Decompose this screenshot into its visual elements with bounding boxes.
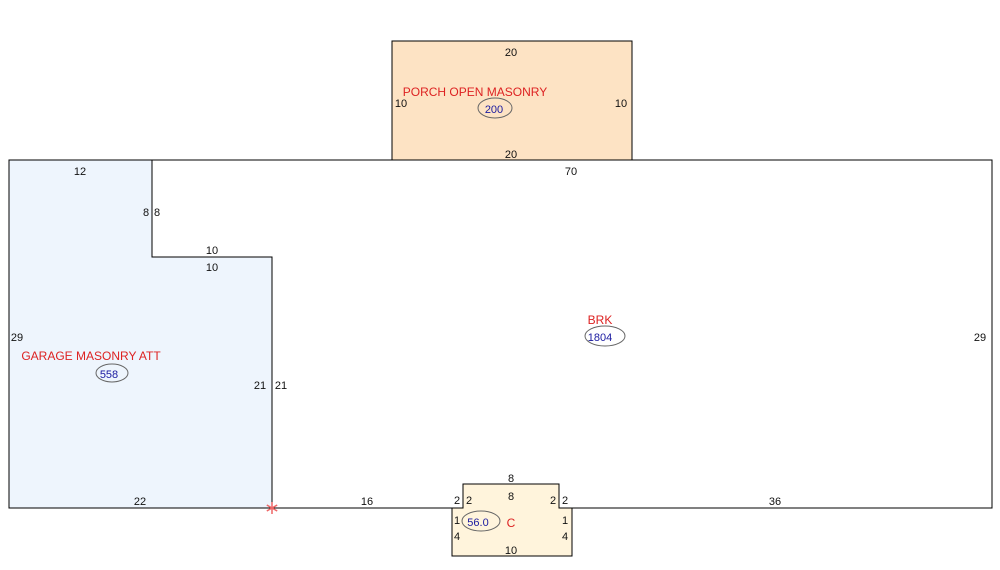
main-dim-step-a: 8	[154, 207, 160, 219]
main-area-value: 1804	[588, 332, 612, 344]
garage-area-value: 558	[100, 369, 118, 381]
porch-dim-left: 10	[395, 98, 407, 110]
main-dim-bottom-right: 36	[769, 496, 781, 508]
main-dim-top: 70	[565, 166, 577, 178]
porch-dim-right: 10	[615, 98, 627, 110]
stoop-label: C	[507, 516, 516, 530]
garage-area-ellipse	[95, 363, 129, 383]
stoop-dim-side-left-a: 1	[454, 515, 460, 527]
porch-dim-bottom: 20	[505, 149, 517, 161]
porch-area-outline	[391, 40, 633, 161]
stoop-dim-side-left-b: 4	[454, 531, 460, 543]
garage-dim-left: 29	[11, 332, 23, 344]
garage-dim-step-b: 21	[254, 380, 266, 392]
stoop-area-outline	[451, 483, 573, 557]
garage-dim-top: 12	[74, 166, 86, 178]
garage-dim-step-top: 10	[206, 262, 218, 274]
garage-dim-bottom: 22	[134, 496, 146, 508]
stoop-dim-side-right-a: 1	[562, 515, 568, 527]
garage-dim-step-a: 8	[143, 207, 149, 219]
main-dim-bottom-left: 16	[361, 496, 373, 508]
garage-label: GARAGE MASONRY ATT	[21, 349, 161, 363]
porch-label: PORCH OPEN MASONRY	[403, 85, 547, 99]
stoop-dim-notch-left-in: 2	[466, 495, 472, 507]
porch-area-value: 200	[485, 104, 503, 116]
stoop-dim-notch-left-out: 2	[454, 495, 460, 507]
main-area-ellipse	[584, 325, 626, 347]
stoop-dim-side-right-b: 4	[562, 531, 568, 543]
stoop-area-ellipse	[461, 510, 501, 532]
stoop-dim-notch-right-in: 2	[550, 495, 556, 507]
asterisk-icon	[266, 502, 278, 514]
porch-area-ellipse	[477, 97, 513, 119]
stoop-area-value: 56.0	[467, 517, 488, 529]
stoop-dim-top-outer: 8	[508, 473, 514, 485]
main-label: BRK	[588, 313, 613, 327]
stoop-dim-top-inner: 8	[508, 491, 514, 503]
main-dim-step-top: 10	[206, 245, 218, 257]
main-dim-right: 29	[974, 332, 986, 344]
porch-dim-top: 20	[505, 47, 517, 59]
main-dim-step-b: 21	[275, 380, 287, 392]
stoop-dim-notch-right-out: 2	[562, 495, 568, 507]
main-area-outline	[151, 159, 993, 509]
stoop-dim-bottom: 10	[505, 545, 517, 557]
garage-area-outline	[8, 159, 273, 509]
